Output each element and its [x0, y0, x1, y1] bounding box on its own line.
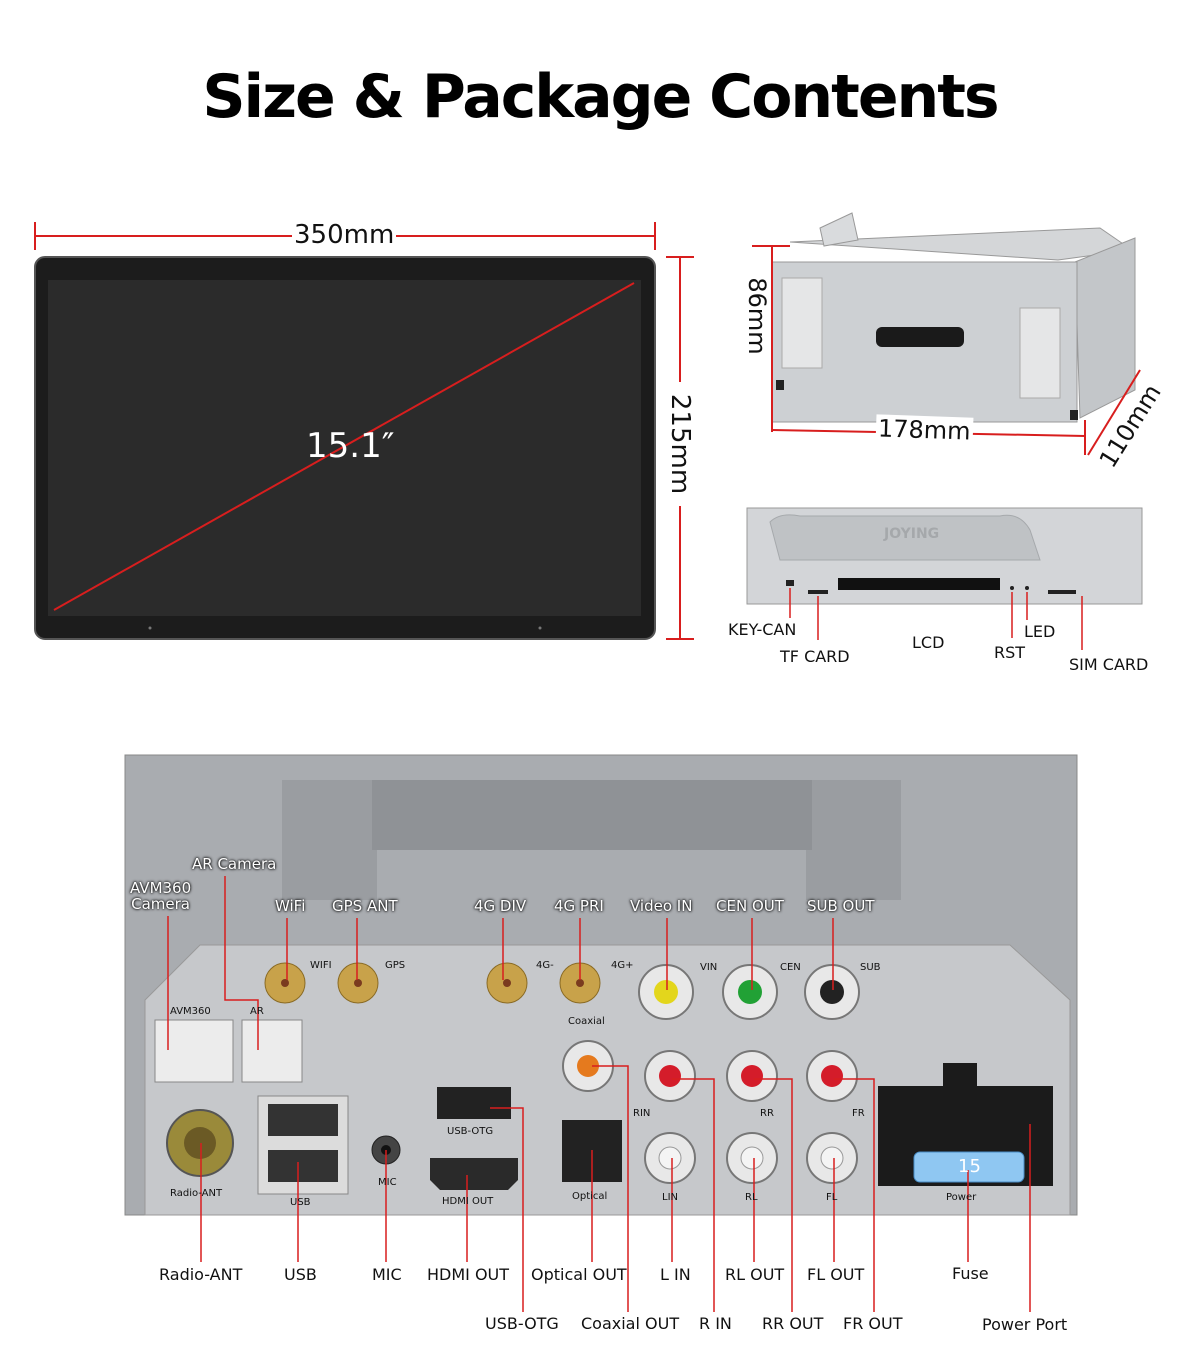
- printed-fuse-rating: 15: [958, 1156, 981, 1177]
- label-ar-camera: AR Camera: [192, 855, 277, 873]
- label-r-in: R IN: [699, 1314, 732, 1333]
- printed-cen: CEN: [780, 962, 801, 973]
- chassis-height-label: 86mm: [743, 271, 771, 361]
- printed-mic: MIC: [378, 1177, 397, 1188]
- printed-rl: RL: [745, 1192, 758, 1203]
- printed-rr: RR: [760, 1108, 774, 1119]
- printed-fr: FR: [852, 1108, 865, 1119]
- chassis-width-label: 178mm: [875, 414, 974, 446]
- printed-lin: LIN: [662, 1192, 679, 1203]
- label-rl-out: RL OUT: [725, 1265, 785, 1284]
- front-label-rst: RST: [994, 643, 1026, 662]
- label-sub-out: SUB OUT: [807, 897, 875, 915]
- label-wifi: WiFi: [275, 897, 306, 915]
- page-title: Size & Package Contents: [202, 62, 999, 132]
- front-label-lcd: LCD: [912, 633, 945, 652]
- label-cen-out: CEN OUT: [716, 897, 784, 915]
- printed-avm360: AVM360: [170, 1006, 211, 1017]
- printed-sub: SUB: [860, 962, 881, 973]
- printed-coaxial: Coaxial: [568, 1016, 605, 1027]
- label-4g-pri: 4G PRI: [554, 897, 604, 915]
- label-usb: USB: [284, 1265, 317, 1284]
- printed-optical: Optical: [572, 1191, 608, 1202]
- printed-power: Power: [946, 1192, 977, 1203]
- label-fuse: Fuse: [952, 1264, 989, 1283]
- label-mic: MIC: [372, 1265, 402, 1284]
- printed-ar: AR: [250, 1006, 264, 1017]
- label-power-port: Power Port: [982, 1315, 1068, 1334]
- front-brand-logo: JOYING: [884, 526, 940, 542]
- printed-vin: VIN: [700, 962, 718, 973]
- printed-usb: USB: [290, 1197, 311, 1208]
- screen-diagonal-label: 15.1″: [306, 426, 395, 466]
- screen-height-label: 215mm: [665, 382, 695, 506]
- front-label-sim-card: SIM CARD: [1069, 655, 1149, 674]
- label-usb-otg: USB-OTG: [485, 1314, 559, 1333]
- label-optical-out: Optical OUT: [531, 1265, 627, 1284]
- label-gps-ant: GPS ANT: [332, 897, 398, 915]
- label-4g-div: 4G DIV: [474, 897, 527, 915]
- label-fr-out: FR OUT: [843, 1314, 903, 1333]
- label-hdmi-out: HDMI OUT: [427, 1265, 510, 1284]
- printed-rin: RIN: [633, 1108, 651, 1119]
- printed-usb-otg: USB-OTG: [447, 1126, 494, 1137]
- label-avm360-camera: AVM360 Camera: [130, 879, 192, 913]
- printed-wifi: WIFI: [310, 960, 332, 971]
- label-fl-out: FL OUT: [807, 1265, 865, 1284]
- printed-fl: FL: [826, 1192, 838, 1203]
- front-label-key-can: KEY-CAN: [728, 620, 797, 639]
- label-l-in: L IN: [660, 1265, 691, 1284]
- printed-radio-ant: Radio-ANT: [170, 1188, 223, 1199]
- front-label-tf-card: TF CARD: [780, 647, 850, 666]
- rear-panel-diagram: [124, 754, 1078, 1312]
- label-coaxial-out: Coaxial OUT: [581, 1314, 680, 1333]
- printed-hdmi: HDMI OUT: [442, 1196, 494, 1207]
- label-radio-ant: Radio-ANT: [159, 1265, 243, 1284]
- printed-gps: GPS: [385, 960, 406, 971]
- front-panel-diagram: [746, 507, 1143, 650]
- printed-4g-minus: 4G-: [536, 960, 554, 971]
- printed-4g-plus: 4G+: [611, 960, 634, 971]
- front-label-led: LED: [1024, 622, 1056, 641]
- chassis-diagram: [752, 212, 1141, 456]
- label-rr-out: RR OUT: [762, 1314, 824, 1333]
- screen-width-label: 350mm: [292, 220, 397, 250]
- screen-diagram: [34, 222, 694, 640]
- label-video-in: Video IN: [630, 897, 693, 915]
